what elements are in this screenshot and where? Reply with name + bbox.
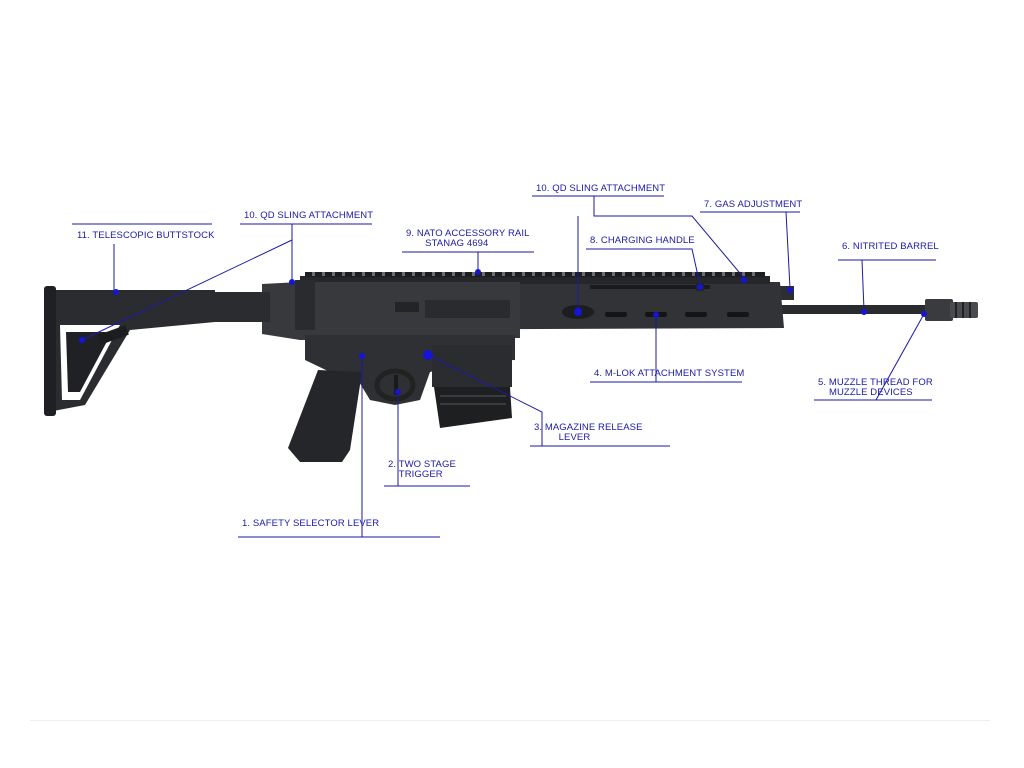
marker-3 — [423, 350, 433, 360]
label-muzzle-thread: 5. MUZZLE THREAD FOR MUZZLE DEVICES — [818, 377, 933, 398]
label-nato-accessory-rail: 9. NATO ACCESSORY RAIL STANAG 4694 — [406, 228, 530, 249]
leader-10a-diag — [81, 239, 293, 341]
label-qd-sling-rear: 10. QD SLING ATTACHMENT — [244, 210, 374, 221]
bottom-divider — [30, 720, 990, 721]
marker-1 — [359, 353, 365, 359]
label-safety-selector: 1. SAFETY SELECTOR LEVER — [242, 518, 380, 529]
marker-2 — [395, 389, 401, 395]
leader-6-drop — [861, 259, 865, 311]
marker-9 — [475, 269, 481, 275]
marker-7 — [787, 287, 793, 293]
label-magazine-release: 3. MAGAZINE RELEASE LEVER — [534, 422, 643, 443]
label-two-stage-trigger: 2. TWO STAGE TRIGGER — [388, 459, 456, 480]
marker-8 — [697, 284, 703, 290]
label-mlok-attachment: 4. M-LOK ATTACHMENT SYSTEM — [594, 368, 745, 379]
label-charging-handle: 8. CHARGING HANDLE — [590, 235, 695, 246]
marker-5 — [921, 311, 927, 317]
marker-6 — [861, 309, 867, 315]
marker-11 — [113, 289, 119, 295]
leader-8 — [586, 248, 701, 286]
leader-3-diag — [429, 355, 543, 446]
marker-10a-stock — [79, 337, 85, 343]
leader-10b-drop — [593, 196, 745, 279]
marker-10b-front — [741, 277, 747, 283]
label-telescopic-buttstock: 11. TELESCOPIC BUTTSTOCK — [77, 230, 215, 241]
marker-4 — [653, 312, 659, 318]
marker-10b — [574, 308, 582, 316]
leader-5-diag — [875, 313, 925, 401]
label-nitrited-barrel: 6. NITRITED BARREL — [842, 241, 939, 252]
leader-7-drop — [785, 211, 791, 289]
marker-10a — [289, 279, 295, 285]
label-qd-sling-front: 10. QD SLING ATTACHMENT — [536, 183, 666, 194]
label-gas-adjustment: 7. GAS ADJUSTMENT — [704, 199, 803, 210]
